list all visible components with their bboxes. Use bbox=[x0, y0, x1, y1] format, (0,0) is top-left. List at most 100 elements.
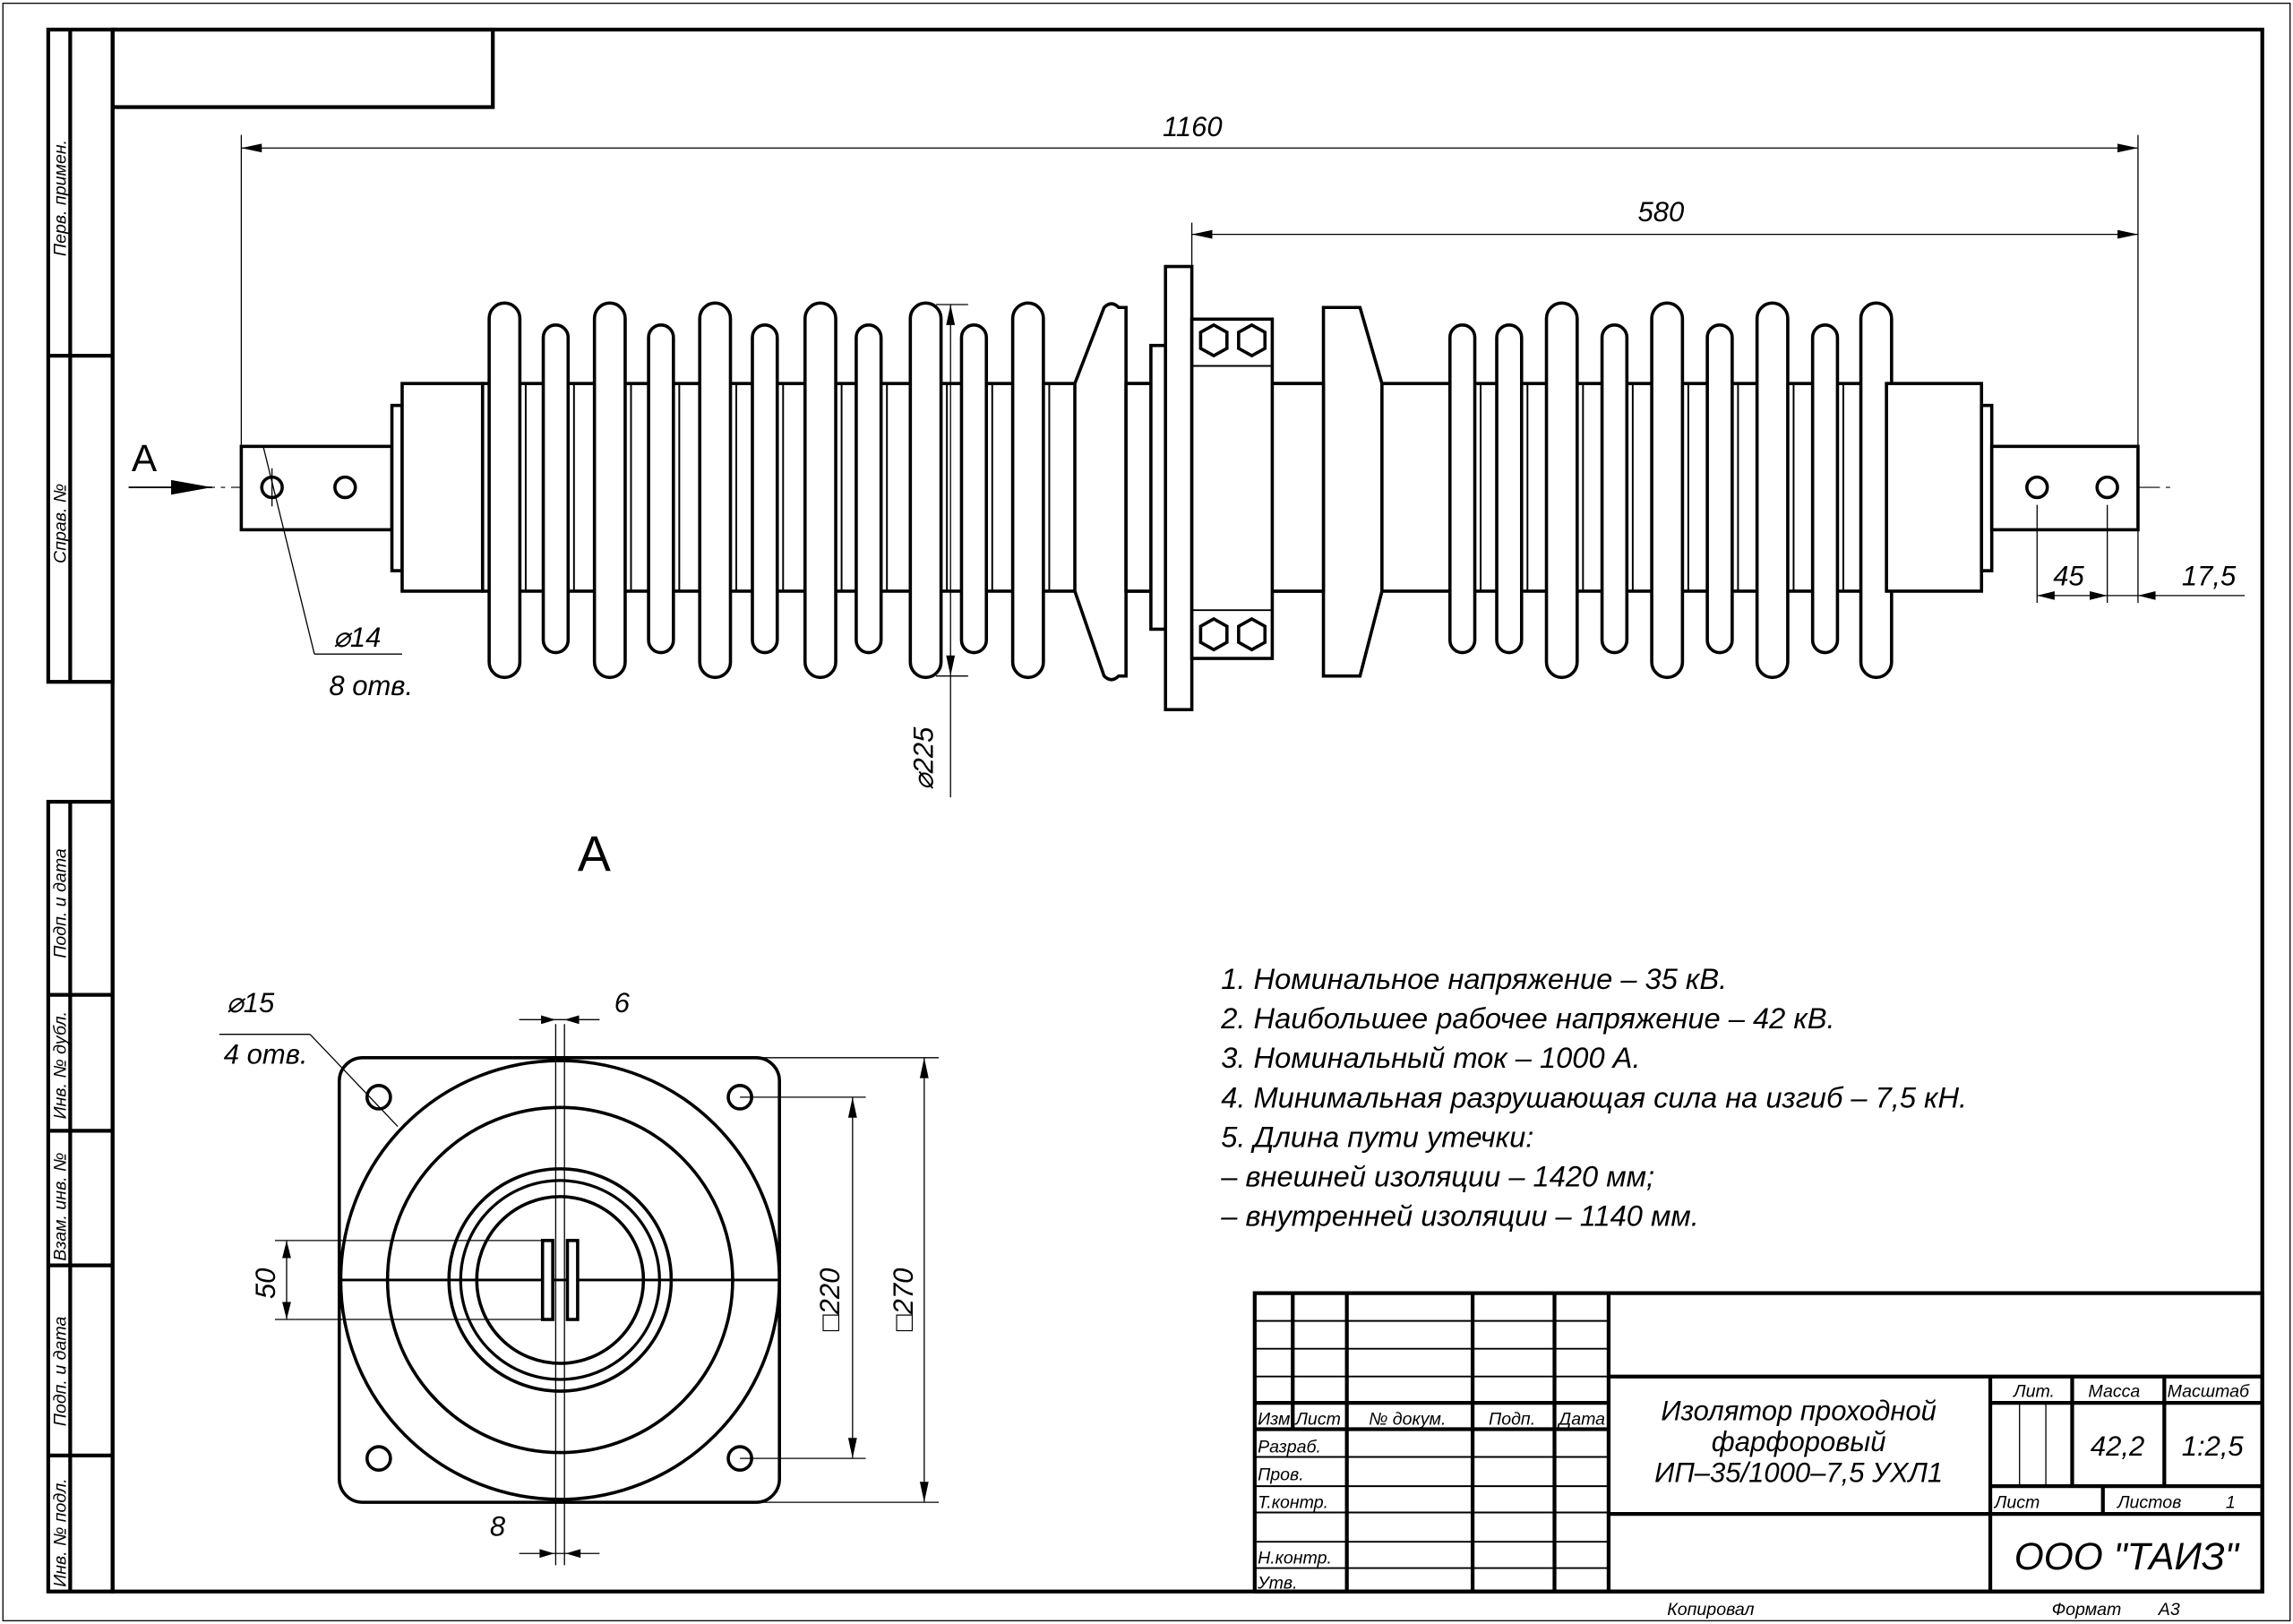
insulator-shed bbox=[803, 301, 837, 680]
format-value: А3 bbox=[2158, 1600, 2180, 1620]
view-a-label: A bbox=[578, 826, 611, 881]
insulator-shed bbox=[1010, 301, 1045, 680]
dimension-label: 17,5 bbox=[2182, 560, 2237, 591]
insulator-shed bbox=[1705, 323, 1734, 655]
technical-notes: 1. Номинальное напряжение – 35 кВ. 2. На… bbox=[1220, 962, 1967, 1232]
kopiroval-label: Копировал bbox=[1667, 1600, 1754, 1620]
view-arrow-label: A bbox=[132, 437, 158, 479]
left-end-cylinder bbox=[400, 382, 485, 593]
side-label-perv-primen: Перв. примен. bbox=[50, 140, 70, 256]
note-line: 4. Минимальная разрушающая сила на изгиб… bbox=[1221, 1080, 1967, 1113]
drawing-title-line1: Изолятор проходной bbox=[1661, 1396, 1937, 1427]
flange-ring bbox=[1149, 343, 1168, 632]
insulator-shed bbox=[1495, 323, 1524, 655]
dimension-1160: 1160 bbox=[240, 111, 2139, 447]
dimension-label: 4 отв. bbox=[224, 1038, 308, 1070]
insulator-shed bbox=[908, 301, 943, 680]
dimension-label: ⌀14 bbox=[333, 622, 381, 653]
dimension-6: 6 bbox=[519, 987, 631, 1025]
terminal-slot bbox=[565, 1239, 580, 1321]
dimension-label: 45 bbox=[2053, 560, 2084, 591]
insulator-shed bbox=[1755, 301, 1790, 680]
dimension-hole-15: ⌀15 4 отв. bbox=[219, 987, 399, 1127]
dimension-45-17-5: 45 17,5 bbox=[2036, 504, 2246, 604]
masshtab-value: 1:2,5 bbox=[2182, 1431, 2245, 1462]
mounting-hole bbox=[365, 1084, 392, 1111]
view-a: A ⌀15 4 отв. 6 8 bbox=[219, 826, 940, 1566]
dimension-label: 1160 bbox=[1163, 111, 1223, 142]
col-doc: № докум. bbox=[1369, 1410, 1446, 1430]
note-line: 2. Наибольшее рабочее напряжение – 42 кВ… bbox=[1220, 1001, 1834, 1035]
insulator-sheds bbox=[487, 301, 1899, 680]
dimension-label: □270 bbox=[888, 1268, 919, 1331]
row-tkontr: Т.контр. bbox=[1258, 1493, 1328, 1513]
right-cone-shed bbox=[1321, 305, 1384, 678]
insulator-shed bbox=[487, 301, 522, 680]
side-label-inv-dubl: Инв. № дубл. bbox=[50, 1011, 70, 1119]
dimension-8: 8 bbox=[490, 1511, 600, 1559]
note-line: 1. Номинальное напряжение – 35 кВ. bbox=[1221, 962, 1727, 995]
dimension-label: □220 bbox=[814, 1268, 846, 1331]
listov-value: 1 bbox=[2226, 1493, 2236, 1513]
insulator-shed bbox=[647, 323, 675, 655]
side-label-sprav-no: Справ. № bbox=[50, 484, 70, 563]
clamp-body bbox=[1189, 317, 1275, 660]
format-label: Формат bbox=[2052, 1600, 2122, 1620]
col-podp: Подп. bbox=[1489, 1410, 1535, 1430]
dimension-label: ⌀225 bbox=[908, 726, 940, 790]
dimension-label: ⌀15 bbox=[227, 987, 275, 1018]
insulator-shed bbox=[541, 323, 571, 655]
massa-label: Масса bbox=[2088, 1382, 2140, 1402]
drawing-title-line3: ИП–35/1000–7,5 УХЛ1 bbox=[1654, 1456, 1943, 1488]
dimension-label: 6 bbox=[614, 987, 631, 1018]
note-line: 3. Номинальный ток – 1000 А. bbox=[1221, 1041, 1640, 1074]
row-razrab: Разраб. bbox=[1258, 1438, 1321, 1457]
drawing-title-line2: фарфоровый bbox=[1712, 1426, 1886, 1457]
insulator-shed bbox=[698, 301, 733, 680]
col-data: Дата bbox=[1557, 1410, 1605, 1430]
dimension-label: 8 bbox=[490, 1511, 506, 1542]
note-line: – внешней изоляции – 1420 мм; bbox=[1220, 1159, 1654, 1192]
hex-nut-icon bbox=[1198, 322, 1229, 358]
row-prov: Пров. bbox=[1258, 1465, 1304, 1485]
insulator-shed bbox=[855, 323, 883, 655]
bolt-nuts bbox=[1198, 322, 1267, 652]
row-nkontr: Н.контр. bbox=[1258, 1549, 1332, 1568]
dimension-270: □270 bbox=[760, 1057, 940, 1503]
insulator-main-view: 1160 580 ⌀225 ⌀14 8 отв. bbox=[128, 111, 2246, 798]
dimension-hole-14: ⌀14 8 отв. bbox=[262, 446, 413, 701]
dimension-label: 50 bbox=[250, 1268, 281, 1300]
insulator-shed bbox=[1810, 323, 1840, 655]
company-name: ООО "ТАИЗ" bbox=[2014, 1535, 2240, 1577]
dimension-220: □220 bbox=[740, 1096, 866, 1459]
insulator-shed bbox=[1544, 301, 1579, 680]
side-label-inv-podl: Инв. № подл. bbox=[50, 1478, 70, 1586]
note-line: – внутренней изоляции – 1140 мм. bbox=[1220, 1199, 1699, 1233]
listov-label: Листов bbox=[2116, 1493, 2181, 1513]
dimension-580: 580 bbox=[1190, 196, 2138, 267]
insulator-shed bbox=[1650, 301, 1685, 680]
side-strip: Перв. примен. Справ. № Подп. и дата Инв.… bbox=[46, 27, 115, 1594]
dimension-label: 580 bbox=[1638, 196, 1685, 228]
terminal-hole bbox=[333, 475, 357, 500]
row-utv: Утв. bbox=[1257, 1573, 1297, 1593]
col-izm: Изм. bbox=[1258, 1410, 1295, 1430]
terminal-hole bbox=[2095, 475, 2119, 500]
hex-nut-icon bbox=[1237, 322, 1267, 358]
insulator-shed bbox=[751, 323, 779, 655]
view-a-arrow: A bbox=[128, 437, 212, 495]
note-line: 5. Длина пути утечки: bbox=[1221, 1120, 1533, 1153]
mounting-flange bbox=[1164, 264, 1194, 712]
dimension-50: 50 bbox=[250, 1240, 543, 1320]
dimension-label: 8 отв. bbox=[329, 670, 413, 701]
side-label-podp-data: Подп. и дата bbox=[50, 848, 70, 958]
terminal-hole bbox=[2025, 475, 2049, 500]
terminal-slot bbox=[540, 1239, 554, 1321]
hex-nut-icon bbox=[1237, 616, 1267, 652]
side-label-podp-data-2: Подп. и дата bbox=[50, 1317, 70, 1427]
list-label: Лист bbox=[1993, 1493, 2040, 1513]
insulator-shed bbox=[1600, 323, 1629, 655]
insulator-shed bbox=[592, 301, 627, 680]
